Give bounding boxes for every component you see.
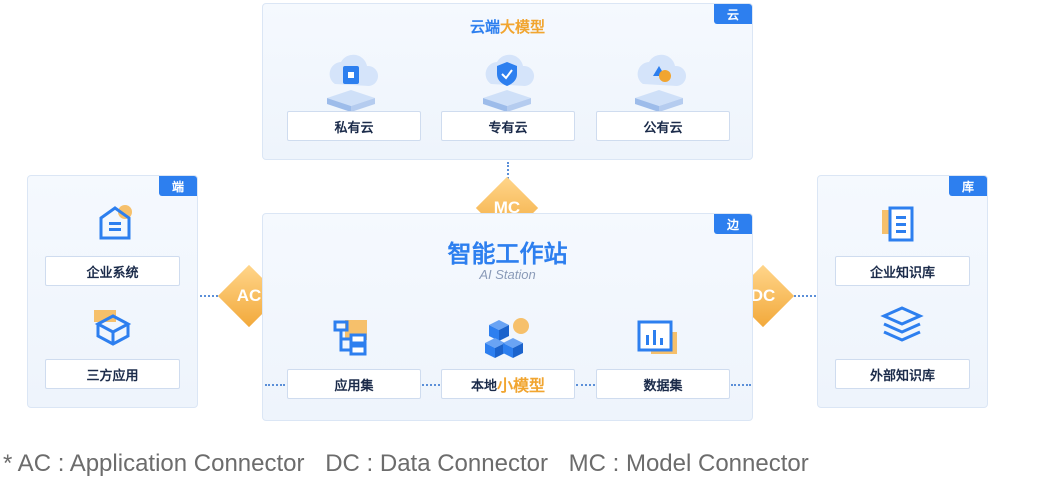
library-panel: 库 企业知识库 外部知识库 xyxy=(817,175,988,408)
library-tag: 库 xyxy=(949,176,987,196)
edge-tag: 边 xyxy=(714,214,752,234)
dedicated-cloud-server-icon xyxy=(483,54,535,112)
cloud-title-main: 云端 xyxy=(469,18,500,36)
enterprise-knowledge-icon xyxy=(882,206,914,242)
app-set-box[interactable]: 应用集 xyxy=(287,369,421,399)
cloud-tag: 云 xyxy=(714,4,752,24)
legend-ac: * AC : Application Connector xyxy=(3,450,305,477)
edge-panel: 边 智能工作站 AI Station 应用集 本地小模型 数据集 xyxy=(262,213,753,421)
dc-diamond: DC xyxy=(731,264,795,328)
mc-label: MC xyxy=(493,198,521,217)
legend-dc: DC : Data Connector xyxy=(325,450,548,477)
edge-left-link xyxy=(265,384,285,386)
cloud-title: 云端大模型 xyxy=(263,16,752,37)
legend-footer: * AC : Application Connector DC : Data C… xyxy=(3,450,823,478)
local-small-model-box[interactable]: 本地小模型 xyxy=(441,369,575,399)
cloud-mc-connector-line xyxy=(507,162,509,186)
third-party-app-box[interactable]: 三方应用 xyxy=(45,359,180,389)
local-model-label-highlight: 小模型 xyxy=(497,376,546,395)
ac-connector-line xyxy=(200,295,226,297)
dc-connector-line xyxy=(790,295,816,297)
third-party-app-icon xyxy=(94,310,132,346)
endpoint-panel: 端 企业系统 三方应用 xyxy=(27,175,198,408)
public-cloud-box[interactable]: 公有云 xyxy=(596,111,730,141)
private-cloud-box[interactable]: 私有云 xyxy=(287,111,421,141)
dataset-icon xyxy=(637,320,677,354)
cloud-panel: 云 云端大模型 私有云 专有云 公有云 xyxy=(262,3,753,160)
enterprise-system-box[interactable]: 企业系统 xyxy=(45,256,180,286)
private-cloud-server-icon xyxy=(327,54,379,112)
ac-label: AC xyxy=(236,286,262,305)
enterprise-system-icon xyxy=(99,205,132,240)
dc-label: DC xyxy=(750,286,776,305)
edge-link-2 xyxy=(576,384,595,386)
endpoint-tag: 端 xyxy=(159,176,197,196)
cloud-title-highlight: 大模型 xyxy=(500,18,546,36)
external-knowledge-icon xyxy=(880,306,924,342)
station-title: 智能工作站 xyxy=(447,240,568,268)
enterprise-knowledge-box[interactable]: 企业知识库 xyxy=(835,256,970,286)
station-subtitle: AI Station xyxy=(479,267,536,282)
dedicated-cloud-box[interactable]: 专有云 xyxy=(441,111,575,141)
edge-right-link xyxy=(731,384,751,386)
local-model-label-main: 本地 xyxy=(470,378,497,394)
dataset-box[interactable]: 数据集 xyxy=(596,369,730,399)
external-knowledge-box[interactable]: 外部知识库 xyxy=(835,359,970,389)
app-set-icon xyxy=(333,320,367,356)
mc-diamond: MC xyxy=(475,176,539,240)
local-small-model-icon xyxy=(485,318,529,358)
legend-mc: MC : Model Connector xyxy=(568,450,809,477)
ac-diamond: AC xyxy=(217,264,281,328)
edge-link-1 xyxy=(422,384,440,386)
public-cloud-server-icon xyxy=(635,54,687,112)
